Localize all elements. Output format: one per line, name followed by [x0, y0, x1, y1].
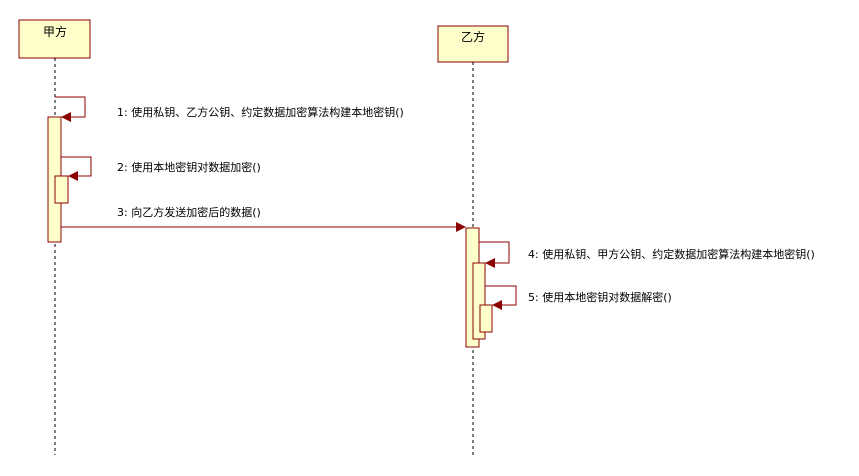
message-1-arrow: [55, 96, 86, 122]
message-2-number: 2: [117, 161, 124, 174]
message-4-text: 使用私钥、甲方公钥、约定数据加密算法构建本地密钥(): [542, 247, 815, 261]
party-a-activation-2: [54, 175, 69, 204]
message-2-arrow: [61, 156, 92, 181]
message-5-label: 5: 使用本地密钥对数据解密(): [528, 290, 672, 304]
message-1-text: 使用私钥、乙方公钥、约定数据加密算法构建本地密钥(): [131, 105, 404, 119]
message-2-label: 2: 使用本地密钥对数据加密(): [117, 160, 261, 174]
message-2-text: 使用本地密钥对数据加密(): [131, 160, 261, 174]
message-4-number: 4: [528, 248, 535, 261]
message-5-number: 5: [528, 291, 535, 304]
message-1-label: 1: 使用私钥、乙方公钥、约定数据加密算法构建本地密钥(): [117, 105, 404, 119]
message-3-text: 向乙方发送加密后的数据(): [131, 205, 261, 219]
message-4-arrow: [479, 241, 510, 268]
message-3-label: 3: 向乙方发送加密后的数据(): [117, 205, 261, 219]
message-5-text: 使用本地密钥对数据解密(): [542, 290, 672, 304]
party-a-box[interactable]: [18, 19, 91, 59]
message-3: 3: 向乙方发送加密后的数据(): [61, 205, 466, 232]
message-5: 5: 使用本地密钥对数据解密(): [485, 285, 672, 310]
message-2: 2: 使用本地密钥对数据加密(): [61, 156, 261, 181]
message-1-number: 1: [117, 106, 124, 119]
message-3-number: 3: [117, 206, 124, 219]
lifeline-party-b: 乙方: [437, 25, 509, 455]
party-b-label: 乙方: [461, 29, 485, 44]
party-b-activation-3: [479, 304, 493, 333]
message-5-arrow: [485, 285, 517, 310]
message-1: 1: 使用私钥、乙方公钥、约定数据加密算法构建本地密钥(): [55, 96, 404, 122]
message-4: 4: 使用私钥、甲方公钥、约定数据加密算法构建本地密钥(): [479, 241, 815, 268]
party-a-label: 甲方: [43, 24, 67, 39]
message-4-label: 4: 使用私钥、甲方公钥、约定数据加密算法构建本地密钥(): [528, 247, 815, 261]
